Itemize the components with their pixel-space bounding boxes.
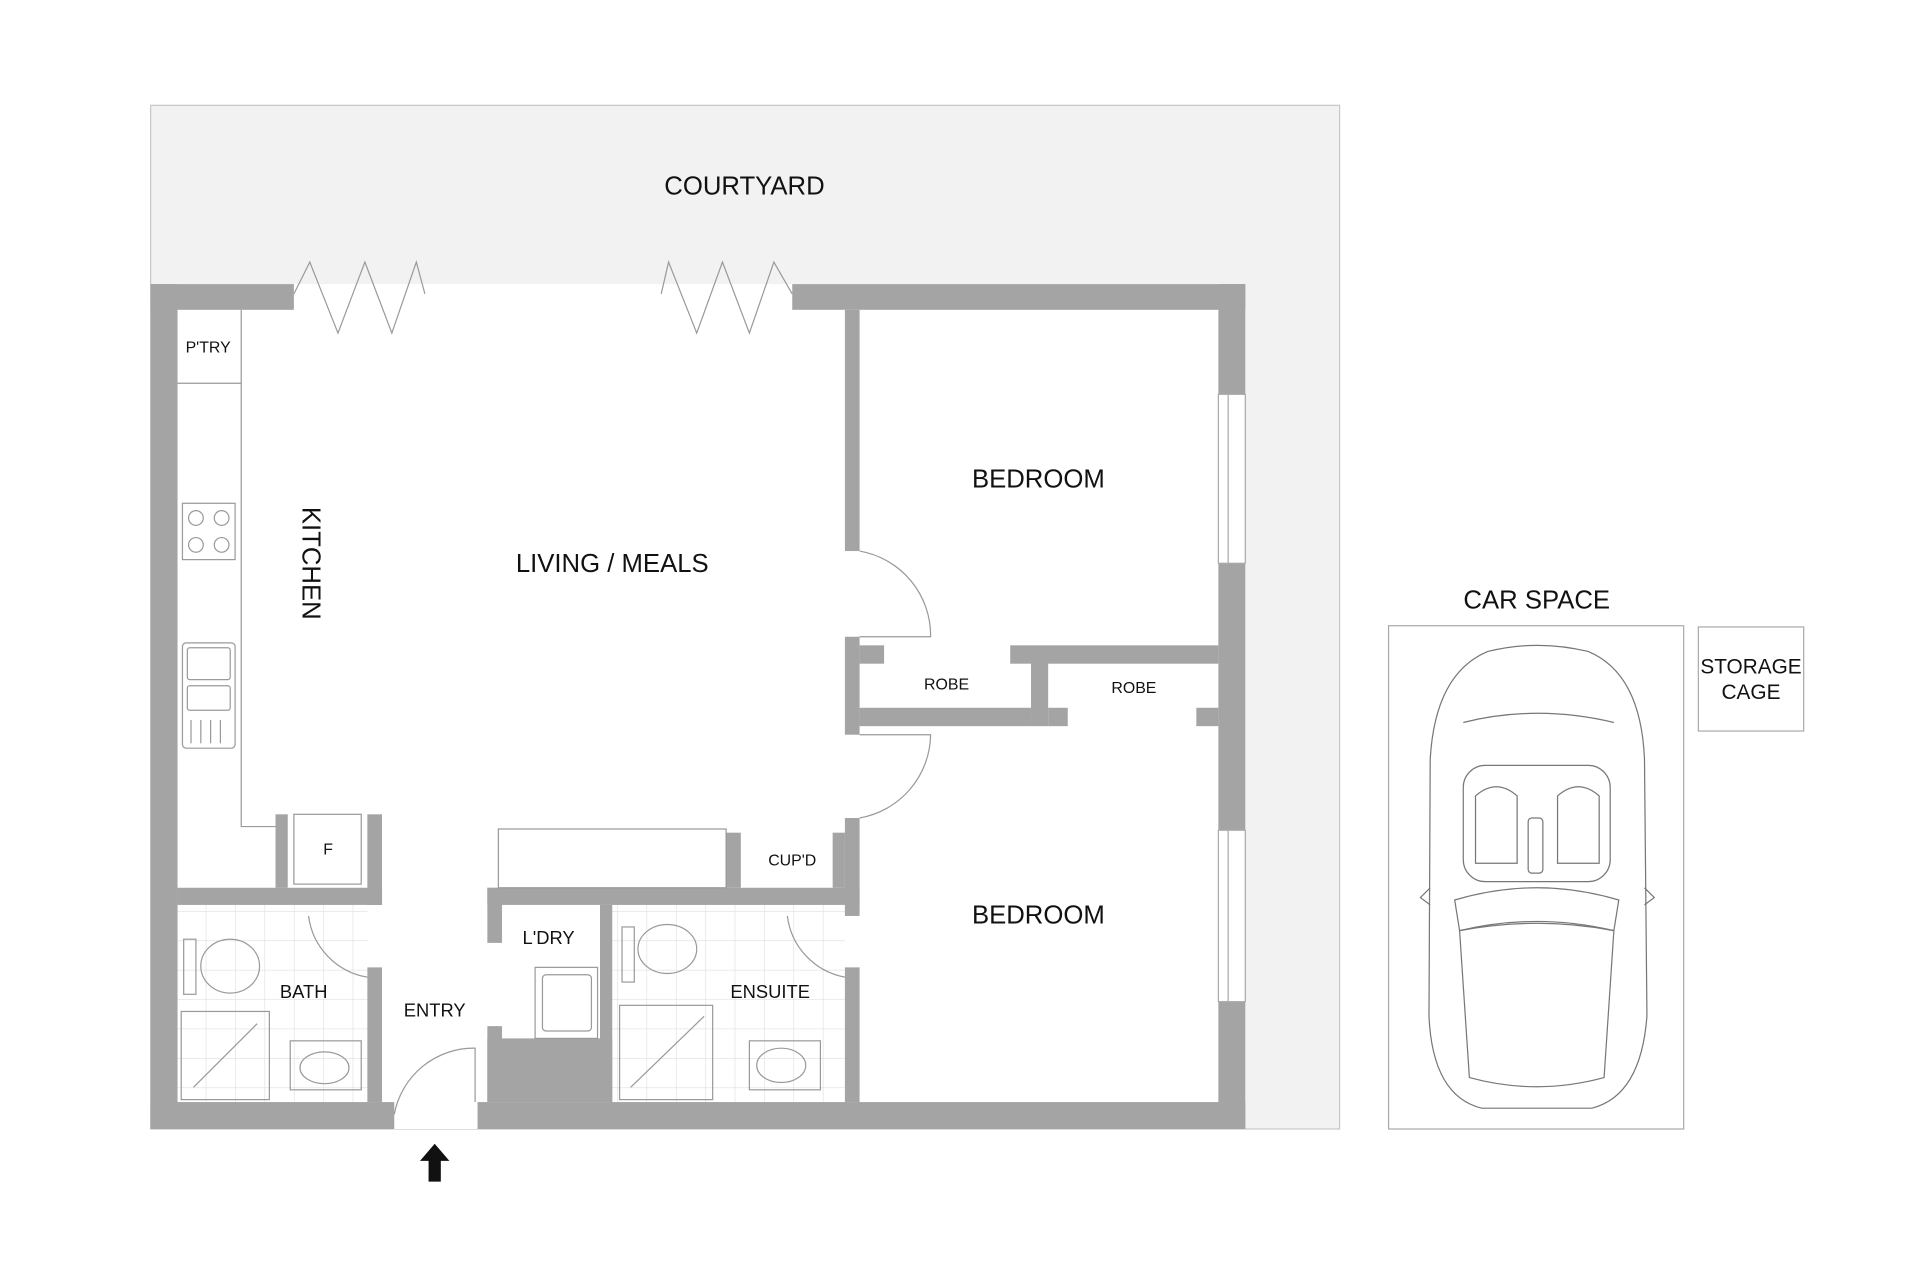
cupboard-label: CUP'D xyxy=(768,853,816,870)
doors xyxy=(307,550,932,1115)
bedroom2-label: BEDROOM xyxy=(972,901,1105,929)
car-space-outline xyxy=(1387,625,1685,1130)
car-space-label: CAR SPACE xyxy=(1463,587,1610,615)
ensuite-label: ENSUITE xyxy=(730,981,810,1002)
storage-cage-label-line1: STORAGE xyxy=(1700,655,1801,678)
bath-tiles xyxy=(177,904,368,1103)
storage-cage-outline xyxy=(1697,626,1805,732)
windows xyxy=(1217,393,1246,1003)
folding-door-right xyxy=(660,260,793,335)
fridge-label: F xyxy=(323,842,333,859)
courtyard-label: COURTYARD xyxy=(664,173,824,201)
car-icon xyxy=(1419,644,1656,1109)
laundry-label: L'DRY xyxy=(522,927,574,948)
bedroom1-label: BEDROOM xyxy=(972,465,1105,493)
walls xyxy=(150,284,1246,1129)
ensuite-tiles xyxy=(612,904,845,1103)
kitchen-label: KITCHEN xyxy=(296,507,324,620)
pantry-label: P'TRY xyxy=(186,340,232,357)
bath-fixtures xyxy=(180,923,822,1101)
bath-label: BATH xyxy=(280,981,328,1002)
folding-door-left xyxy=(293,259,426,335)
entry-arrow-icon xyxy=(420,1143,450,1182)
living-label: LIVING / MEALS xyxy=(516,550,709,578)
kitchen-bench xyxy=(177,309,727,889)
entry-label: ENTRY xyxy=(404,999,466,1020)
robe2-label: ROBE xyxy=(1111,680,1156,697)
robe1-label: ROBE xyxy=(924,676,969,693)
storage-cage-label-line2: CAGE xyxy=(1722,681,1781,704)
